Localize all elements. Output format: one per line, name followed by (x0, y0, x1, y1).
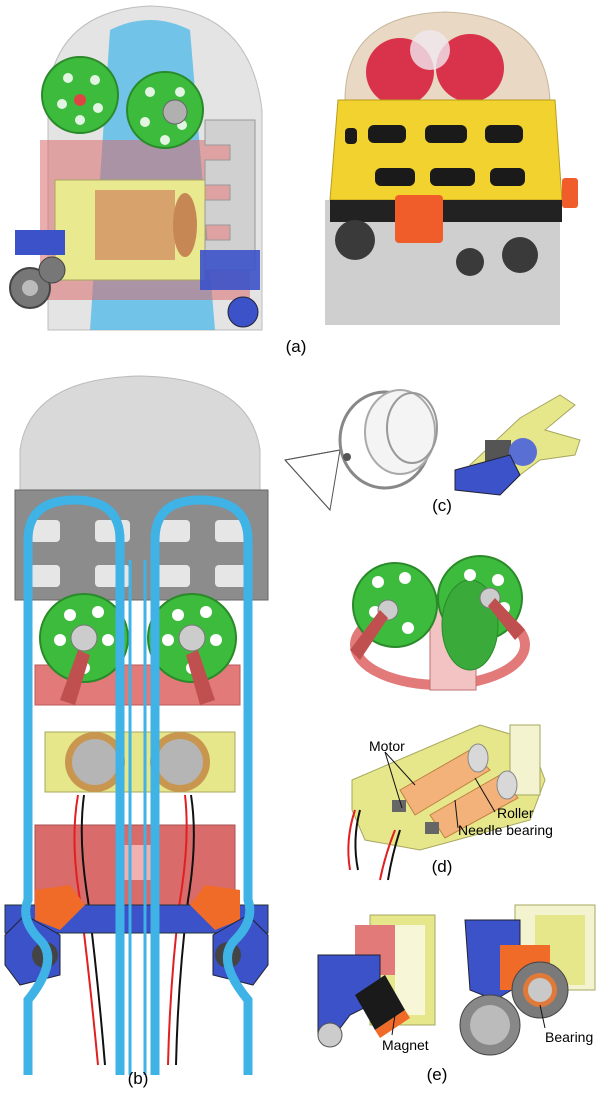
callout-magnet: Magnet (382, 1037, 429, 1053)
panel-label-a: (a) (286, 337, 307, 356)
panel-e-detail-right (459, 904, 596, 1056)
panel-label-e: (e) (427, 1065, 448, 1084)
callout-roller: Roller (497, 805, 534, 821)
tube-loops (21, 495, 255, 1075)
panel-d-motor-assembly (347, 724, 546, 881)
callout-motor: Motor (369, 738, 405, 754)
panel-a-cad-render (9, 5, 263, 331)
panel-d-roller-assembly (350, 555, 530, 691)
panel-c-parts (284, 389, 581, 512)
panel-b-schematic (4, 375, 269, 1075)
panel-label-b: (b) (128, 1069, 149, 1088)
callout-bearing: Bearing (545, 1029, 593, 1045)
panel-label-c: (c) (432, 496, 452, 515)
callout-needle-bearing: Needle bearing (458, 822, 553, 838)
panel-a-photo (325, 11, 578, 325)
panel-e-detail-left (317, 914, 436, 1048)
panel-label-d: (d) (432, 857, 453, 876)
